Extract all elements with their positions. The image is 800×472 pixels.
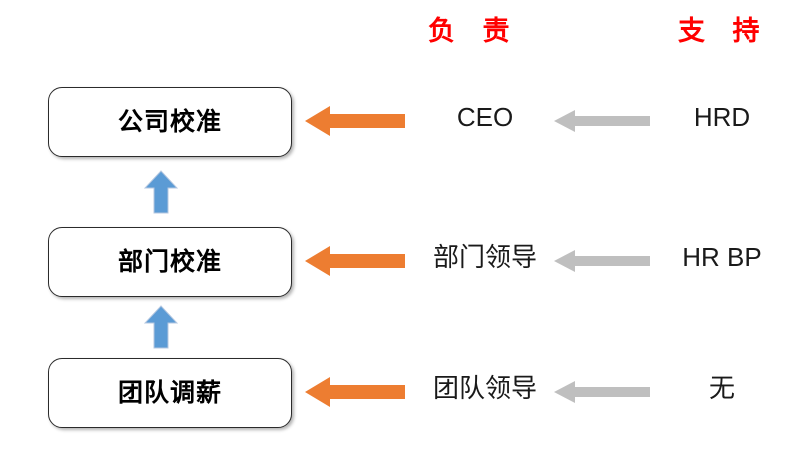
- stage-box-company-calibration[interactable]: 公司校准: [48, 87, 292, 157]
- stage-box-label: 部门校准: [117, 247, 222, 276]
- up-arrow-icon: [144, 305, 178, 349]
- role-support-department: HR BP: [682, 242, 762, 272]
- stage-box-department-calibration[interactable]: 部门校准: [48, 227, 292, 297]
- role-responsible-team: 团队领导: [432, 373, 538, 403]
- column-header-responsible: 负 责: [428, 16, 520, 46]
- stage-box-label: 团队调薪: [117, 378, 222, 407]
- left-arrow-icon-support: [553, 379, 651, 405]
- left-arrow-icon-support: [553, 108, 651, 134]
- role-responsible-department: 部门领导: [432, 242, 538, 272]
- role-responsible-company: CEO: [456, 102, 514, 132]
- left-arrow-icon-responsible: [304, 244, 406, 278]
- role-support-team: 无: [708, 373, 736, 403]
- up-arrow-icon: [144, 170, 178, 214]
- left-arrow-icon-support: [553, 248, 651, 274]
- stage-box-team-salary-adjustment[interactable]: 团队调薪: [48, 358, 292, 428]
- role-support-company: HRD: [693, 102, 751, 132]
- left-arrow-icon-responsible: [304, 104, 406, 138]
- stage-box-label: 公司校准: [117, 107, 222, 136]
- column-header-support: 支 持: [678, 16, 770, 46]
- left-arrow-icon-responsible: [304, 375, 406, 409]
